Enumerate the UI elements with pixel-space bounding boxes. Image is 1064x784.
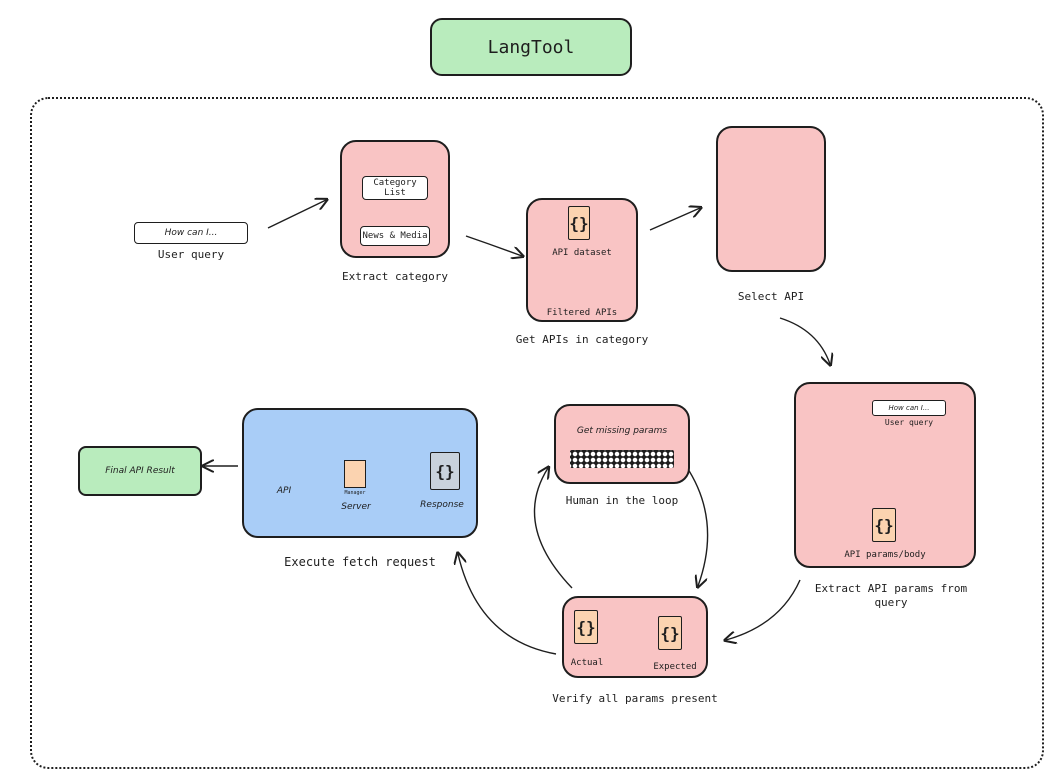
actual-label: Actual — [570, 658, 604, 668]
arrow-getapis-to-select — [649, 208, 700, 231]
server-manager-label: Manager — [344, 490, 366, 496]
extract-params-caption: Extract API params from query — [806, 582, 976, 610]
params-user-query-text: How can I... — [888, 404, 930, 412]
execute-api-label: API — [276, 486, 292, 496]
extract-params-caption-text: Extract API params from query — [814, 582, 968, 609]
verify-caption: Verify all params present — [552, 692, 718, 705]
keyboard-icon — [570, 450, 674, 468]
extract-params-node: How can I... User query {} API params/bo… — [794, 382, 976, 568]
news-media-box: News & Media — [360, 226, 430, 246]
verify-node: {} {} Actual Expected — [562, 596, 708, 678]
response-json-icon: {} — [430, 452, 460, 490]
params-user-query-caption: User query — [884, 418, 934, 427]
params-json-icon: {} — [872, 508, 896, 542]
arrow-query-to-category — [267, 200, 326, 229]
arrow-human-to-verify — [685, 465, 709, 586]
title-box: LangTool — [430, 18, 632, 76]
human-loop-node: Get missing params — [554, 404, 690, 484]
api-dataset-label: API dataset — [552, 248, 612, 258]
execute-node: API Manager Server {} Response — [242, 408, 478, 538]
execute-caption: Execute fetch request — [284, 555, 436, 569]
final-result-node: Final API Result — [78, 446, 202, 496]
server-label: Server — [341, 502, 371, 512]
get-apis-caption: Get APIs in category — [515, 333, 649, 346]
arrow-select-to-params — [779, 317, 830, 364]
api-dataset-json-icon: {} — [568, 206, 590, 240]
filtered-apis-label: Filtered APIs — [546, 308, 618, 318]
arrow-params-to-verify — [726, 579, 801, 640]
get-apis-node: {} API dataset Filtered APIs — [526, 198, 638, 322]
actual-json-icon: {} — [574, 610, 598, 644]
params-user-query-input: How can I... — [872, 400, 946, 416]
expected-label: Expected — [653, 662, 697, 672]
select-api-node — [716, 126, 826, 272]
arrow-verify-to-human — [533, 468, 573, 589]
page-title: LangTool — [487, 36, 575, 58]
response-label: Response — [420, 500, 464, 510]
expected-json-icon: {} — [658, 616, 682, 650]
human-loop-caption: Human in the loop — [565, 494, 679, 507]
user-query-caption: User query — [157, 248, 225, 261]
server-icon — [344, 460, 366, 488]
arrow-category-to-getapis — [465, 235, 522, 256]
extract-category-caption: Extract category — [342, 270, 448, 283]
final-result-label: Final API Result — [105, 466, 175, 476]
arrow-verify-to-execute — [458, 554, 557, 655]
user-query-input: How can I... — [134, 222, 248, 244]
extract-category-node: Category List News & Media — [340, 140, 450, 258]
user-query-text: How can I... — [164, 228, 218, 238]
missing-params-label: Get missing params — [576, 426, 668, 436]
params-body-label: API params/body — [844, 550, 926, 560]
workflow-frame — [30, 97, 1044, 769]
select-api-caption: Select API — [737, 290, 805, 303]
category-list-box: Category List — [362, 176, 428, 200]
